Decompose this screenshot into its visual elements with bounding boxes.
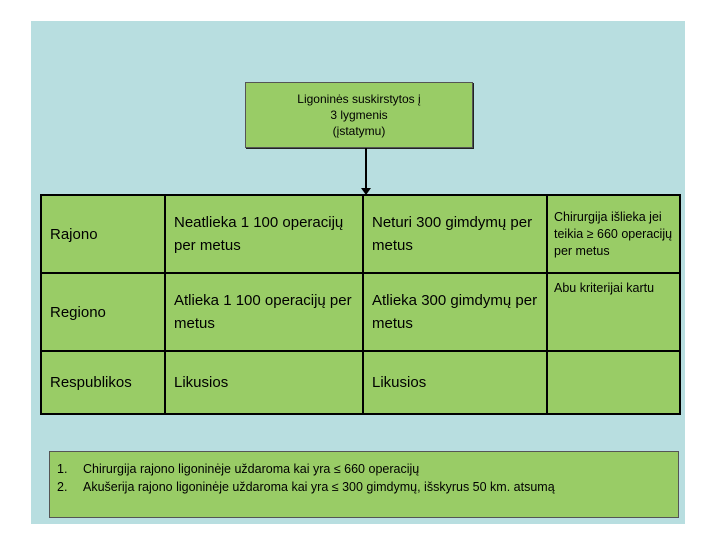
footnote-text: Akušerija rajono ligoninėje uždaroma kai…	[83, 480, 555, 494]
header-line-1: Ligoninės suskirstytos į	[297, 92, 421, 106]
hospital-levels-table: Rajono Neatlieka 1 100 operacijų per met…	[40, 194, 681, 415]
births-cell: Likusios	[362, 350, 548, 415]
table-row-rajono: Rajono Neatlieka 1 100 operacijų per met…	[40, 194, 681, 274]
operations-cell: Neatlieka 1 100 operacijų per metus	[164, 194, 364, 274]
operations-cell: Likusios	[164, 350, 364, 415]
births-cell: Neturi 300 gimdymų per metus	[362, 194, 548, 274]
level-cell: Rajono	[40, 194, 166, 274]
table-row-regiono: Regiono Atlieka 1 100 operacijų per metu…	[40, 272, 681, 352]
note-cell	[546, 350, 681, 415]
connector-arrow-line	[365, 148, 367, 190]
footnote-number: 2.	[57, 480, 68, 494]
level-cell: Respublikos	[40, 350, 166, 415]
footnote-text: Chirurgija rajono ligoninėje uždaroma ka…	[83, 462, 420, 476]
level-cell: Regiono	[40, 272, 166, 352]
hospital-levels-box: Ligoninės suskirstytos į 3 lygmenis (įst…	[245, 82, 473, 148]
table-row-respublikos: Respublikos Likusios Likusios	[40, 350, 681, 415]
note-cell: Chirurgija išlieka jei teikia ≥ 660 oper…	[546, 194, 681, 274]
footnotes-box: 1. Chirurgija rajono ligoninėje uždaroma…	[49, 451, 679, 518]
births-cell: Atlieka 300 gimdymų per metus	[362, 272, 548, 352]
header-line-2: 3 lygmenis	[330, 108, 388, 122]
note-cell: Abu kriterijai kartu	[546, 272, 681, 352]
header-line-3: (įstatymu)	[332, 124, 386, 138]
arrow-down-icon	[361, 188, 371, 195]
operations-cell: Atlieka 1 100 operacijų per metus	[164, 272, 364, 352]
footnote-number: 1.	[57, 462, 68, 476]
